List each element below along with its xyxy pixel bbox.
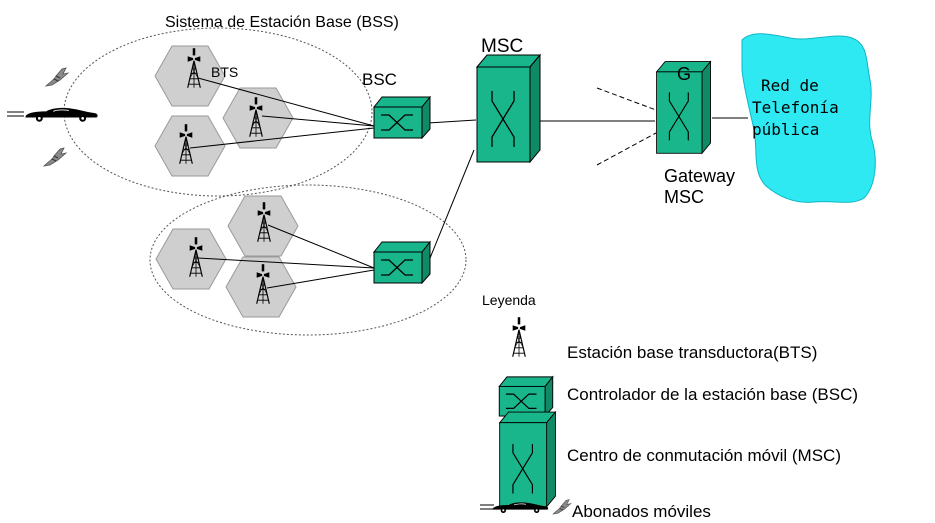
msc-label: MSC [481,36,523,57]
cloud-line-3: pública [752,120,819,139]
legend-item-bts: Estación base transductora(BTS) [567,343,817,362]
bss-ellipse-bottom [149,184,467,336]
bss-ellipse-top [63,27,373,197]
public-telephone-network-cloud [741,33,876,203]
legend-bsc-icon [498,376,554,417]
bsc-building-top [373,96,431,139]
legend-mobile-subscribers-icon [480,499,572,515]
cell-hexagons-bottom [155,195,299,318]
bss-title: Sistema de Estación Base (BSS) [165,14,399,31]
legend-tower-icon [512,316,526,358]
legend-item-subscribers: Abonados móviles [572,502,711,521]
radio-links [189,77,375,289]
legend-item-bsc: Controlador de la estación base (BSC) [567,385,858,404]
mobile-handset-icon [43,147,67,167]
car-icon [7,107,99,123]
mobile-handset-icon [45,67,69,87]
trunk-links [427,117,748,264]
legend-item-msc: Centro de conmutación móvil (MSC) [567,446,841,465]
bts-label: BTS [211,64,238,80]
bsc-label: BSC [362,70,397,89]
bsc-building-bottom [373,241,431,284]
cloud-line-1: Red de [761,76,819,95]
legend-msc-icon [499,411,557,508]
msc-building [476,54,541,163]
other-msc-links [596,87,657,166]
gateway-label-line2: MSC [664,187,704,207]
legend-title: Leyenda [482,292,536,308]
cloud-line-2: Telefonía [752,98,839,117]
gateway-label-line1: Gateway [664,166,735,186]
gateway-letter: G [677,64,691,84]
